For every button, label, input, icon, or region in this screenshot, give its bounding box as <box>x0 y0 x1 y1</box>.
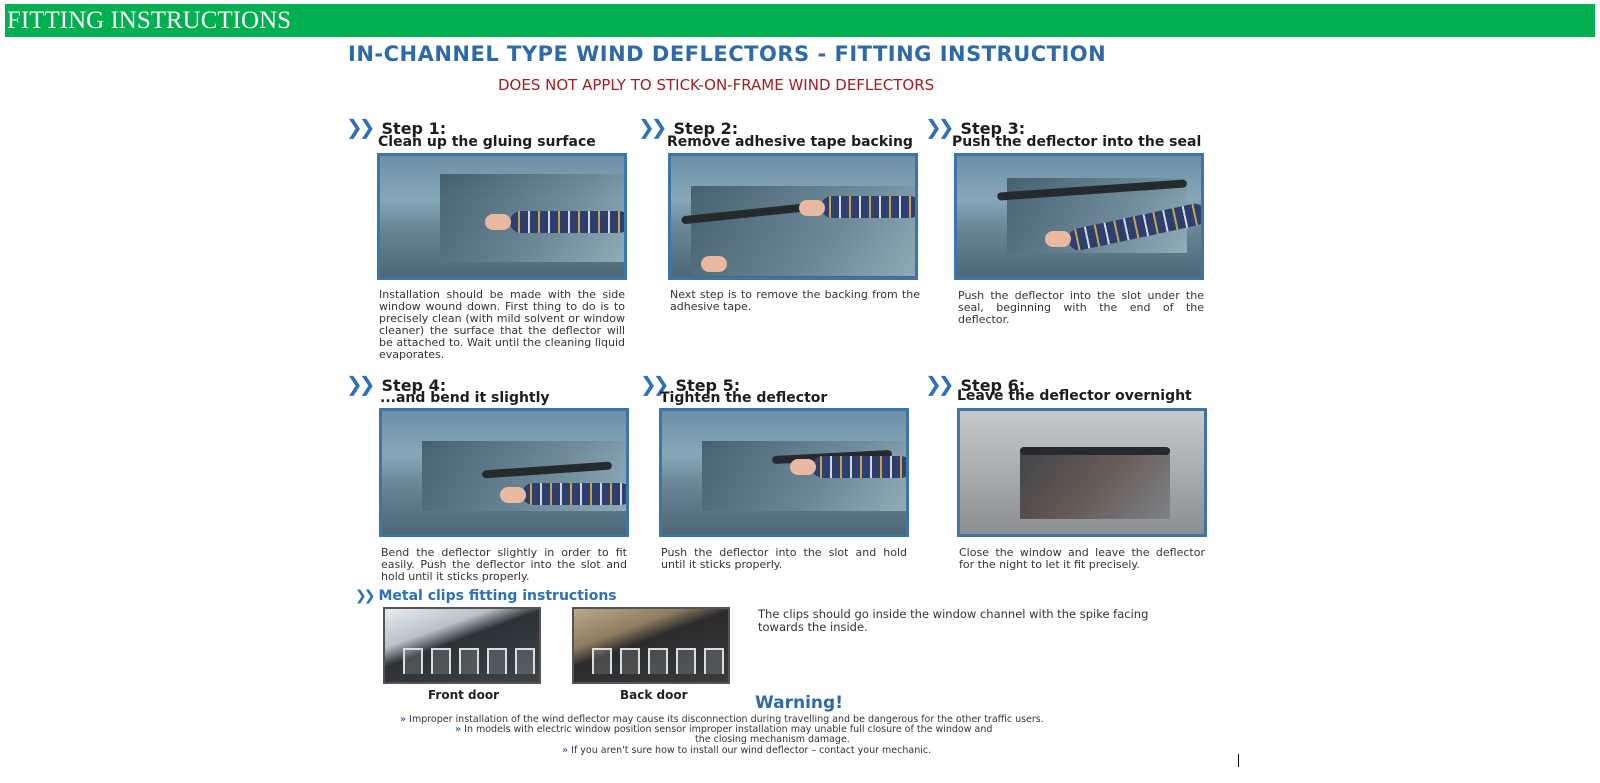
step-6-label: Step 6: <box>960 376 1026 395</box>
document-subtitle: DOES NOT APPLY TO STICK-ON-FRAME WIND DE… <box>498 76 935 94</box>
warning-line-4: »If you aren't sure how to install our w… <box>562 745 932 756</box>
step-1-title: Clean up the gluing surface <box>378 134 596 150</box>
warning-line-3: the closing mechanism damage. <box>695 734 850 745</box>
step-4-label: Step 4: <box>381 376 447 395</box>
step-3-heading: ❯❯ Step 3: <box>925 115 1025 139</box>
step-4-heading: ❯❯ Step 4: <box>346 372 446 396</box>
double-chevron-right-icon: » <box>455 724 462 735</box>
back-door-label: Back door <box>620 688 688 702</box>
step-2-photo <box>668 153 918 280</box>
step-3-title: Push the deflector into the seal <box>952 134 1202 150</box>
double-chevron-right-icon: » <box>400 714 407 725</box>
step-6-heading: ❯❯ Step 6: <box>925 372 1025 396</box>
double-chevron-right-icon: ❯❯ <box>346 372 375 396</box>
back-door-clip-photo <box>572 607 730 684</box>
step-5-title: Tighten the deflector <box>660 390 828 406</box>
warning-line-1: »Improper installation of the wind defle… <box>400 714 1044 725</box>
double-chevron-right-icon: » <box>562 745 569 756</box>
double-chevron-right-icon: ❯❯ <box>925 372 954 396</box>
step-2-title: Remove adhesive tape backing <box>667 134 913 150</box>
header-title: FITTING INSTRUCTIONS <box>7 7 292 34</box>
step-5-label: Step 5: <box>675 376 741 395</box>
double-chevron-right-icon: ❯❯ <box>346 115 375 139</box>
document-title: IN-CHANNEL TYPE WIND DEFLECTORS - FITTIN… <box>348 42 1107 66</box>
step-1-description: Installation should be made with the sid… <box>379 288 625 361</box>
step-5-photo <box>659 408 909 537</box>
step-2-description: Next step is to remove the backing from … <box>670 288 920 313</box>
double-chevron-right-icon: ❯❯ <box>355 588 376 604</box>
step-1-label: Step 1: <box>381 119 447 138</box>
warning-line-2: »In models with electric window position… <box>455 724 993 735</box>
step-5-description: Push the deflector into the slot and hol… <box>661 546 907 571</box>
step-2-label: Step 2: <box>673 119 739 138</box>
step-6-photo <box>957 408 1207 537</box>
warning-title: Warning! <box>755 693 843 713</box>
step-1-photo <box>377 153 627 280</box>
step-2-heading: ❯❯ Step 2: <box>638 115 738 139</box>
metal-clips-heading: ❯❯Metal clips fitting instructions <box>355 588 617 604</box>
step-4-photo <box>379 408 629 537</box>
double-chevron-right-icon: ❯❯ <box>638 115 667 139</box>
front-door-label: Front door <box>428 688 500 702</box>
step-5-heading: ❯❯ Step 5: <box>640 372 740 396</box>
step-3-photo <box>954 153 1204 280</box>
front-door-clip-photo <box>383 607 541 684</box>
metal-clips-description: The clips should go inside the window ch… <box>758 607 1149 634</box>
step-6-description: Close the window and leave the deflector… <box>959 546 1205 571</box>
double-chevron-right-icon: ❯❯ <box>640 372 669 396</box>
step-1-heading: ❯❯ Step 1: <box>346 115 446 139</box>
metal-clips-title: Metal clips fitting instructions <box>378 588 617 604</box>
step-3-description: Push the deflector into the slot under t… <box>958 289 1204 326</box>
text-cursor <box>1238 754 1239 767</box>
step-4-title: ...and bend it slightly <box>380 390 550 406</box>
header-bar: FITTING INSTRUCTIONS <box>5 4 1595 37</box>
step-3-label: Step 3: <box>960 119 1026 138</box>
step-4-description: Bend the deflector slightly in order to … <box>381 546 627 583</box>
step-6-title: Leave the deflector overnight <box>957 388 1192 404</box>
double-chevron-right-icon: ❯❯ <box>925 115 954 139</box>
